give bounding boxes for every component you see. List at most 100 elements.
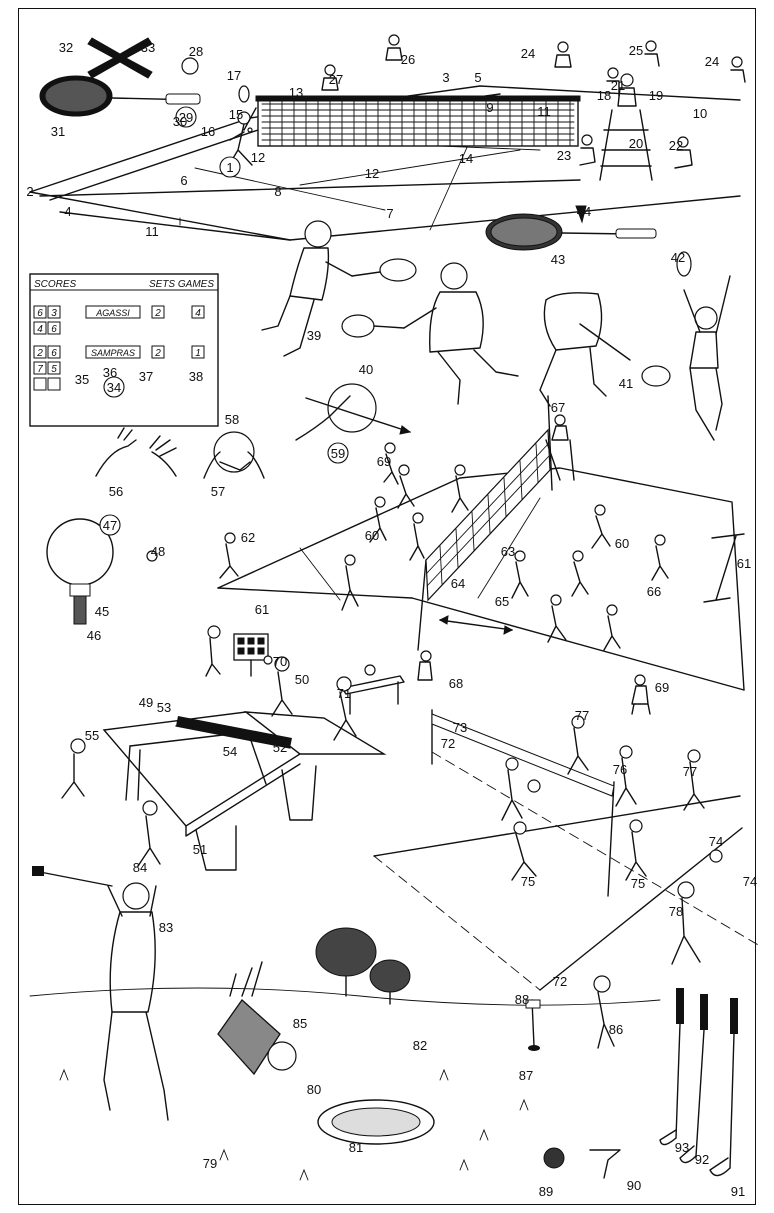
reference-number: 20 [629, 136, 643, 151]
reference-number: 74 [743, 874, 757, 889]
golf-clubs [660, 988, 738, 1176]
reference-number: 48 [151, 544, 165, 559]
reference-number: 22 [669, 138, 683, 153]
reference-number: 5 [474, 70, 481, 85]
reference-number: 76 [613, 762, 627, 777]
reference-number: 57 [211, 484, 225, 499]
reference-number: 50 [295, 672, 309, 687]
reference-number: 39 [307, 328, 321, 343]
reference-number: 12 [251, 150, 265, 165]
reference-number: 90 [627, 1178, 641, 1193]
reference-number: 55 [85, 728, 99, 743]
reference-number: 81 [349, 1140, 363, 1155]
reference-number: 65 [495, 594, 509, 609]
reference-number: 7 [386, 206, 393, 221]
p2-set2: 7 [37, 364, 43, 375]
reference-number: 79 [203, 1156, 217, 1171]
scoreboard-header-left: SCORES [34, 279, 77, 290]
reference-number: 77 [575, 708, 589, 723]
reference-number: 86 [609, 1022, 623, 1037]
reference-number: 67 [551, 400, 565, 415]
reference-number: 85 [293, 1016, 307, 1031]
reference-number: 18 [597, 88, 611, 103]
p2-set2-games: 5 [51, 364, 57, 375]
reference-number: 12 [365, 166, 379, 181]
reference-number: 71 [337, 686, 351, 701]
reference-number: 17 [227, 68, 241, 83]
p2-set1: 2 [36, 348, 43, 359]
player1-name: AGASSI [95, 308, 130, 318]
reference-number: 51 [193, 842, 207, 857]
reference-number: 9 [486, 100, 493, 115]
beach-volleyball-court [374, 710, 760, 990]
reference-number: 11 [145, 224, 159, 239]
reference-number: 70 [273, 654, 287, 669]
reference-number: 83 [159, 920, 173, 935]
reference-number: 13 [289, 85, 303, 100]
reference-number: 78 [669, 904, 683, 919]
reference-number: 21 [611, 78, 625, 93]
reference-number: 93 [675, 1140, 689, 1155]
reference-number: 46 [87, 628, 101, 643]
reference-number: 45 [95, 604, 109, 619]
golf-scene [30, 866, 738, 1180]
reference-number: 69 [377, 454, 391, 469]
reference-number: 14 [459, 151, 473, 166]
p1-set2-games: 6 [51, 324, 57, 335]
p1-set1: 6 [37, 308, 43, 319]
p1-set2: 4 [37, 324, 43, 335]
reference-number: 62 [241, 530, 255, 545]
reference-number: 69 [655, 680, 669, 695]
reference-number: 77 [683, 764, 697, 779]
p2-set1-games: 6 [51, 348, 57, 359]
reference-number: 38 [189, 369, 203, 384]
reference-number: 89 [539, 1184, 553, 1199]
reference-number: 36 [103, 365, 117, 380]
reference-number: 6 [180, 173, 187, 188]
reference-number: 24 [705, 54, 719, 69]
reference-number: 34 [107, 380, 121, 395]
reference-number: 41 [619, 376, 633, 391]
p1-games: 4 [195, 308, 201, 319]
reference-number: 49 [139, 695, 153, 710]
reference-number: 59 [331, 446, 345, 461]
reference-number: 32 [59, 40, 73, 55]
reference-number: 54 [223, 744, 237, 759]
reference-number: 11 [537, 104, 551, 119]
reference-number: 87 [519, 1068, 533, 1083]
p2-games: 1 [195, 348, 201, 359]
reference-number: 52 [273, 740, 287, 755]
volleyball-net [418, 396, 552, 650]
reference-number: 82 [413, 1038, 427, 1053]
reference-number: 58 [225, 412, 239, 427]
reference-number: 42 [671, 250, 685, 265]
reference-number: 26 [401, 52, 415, 67]
reference-number: 88 [515, 992, 529, 1007]
reference-number: 4 [64, 204, 71, 219]
player2-name: SAMPRAS [91, 348, 135, 358]
reference-number: 28 [189, 44, 203, 59]
reference-number: 3 [442, 70, 449, 85]
table-tennis-table [62, 656, 384, 870]
p1-set1-games: 3 [51, 308, 57, 319]
scoreboard-header-right: SETS GAMES [149, 279, 214, 290]
reference-number: 74 [709, 834, 723, 849]
reference-number: 10 [693, 106, 707, 121]
reference-number: 37 [139, 369, 153, 384]
reference-number: 92 [695, 1152, 709, 1167]
reference-number: 25 [629, 43, 643, 58]
reference-number: 68 [449, 676, 463, 691]
reference-number: 24 [521, 46, 535, 61]
reference-number: 66 [647, 584, 661, 599]
reference-number: 19 [649, 88, 663, 103]
reference-number: 1 [226, 160, 233, 175]
reference-number: 75 [521, 874, 535, 889]
reference-number: 60 [615, 536, 629, 551]
reference-number: 73 [453, 720, 467, 735]
reference-number: 61 [255, 602, 269, 617]
reference-number: 75 [631, 876, 645, 891]
reference-number: 72 [441, 736, 455, 751]
reference-number: 72 [553, 974, 567, 989]
